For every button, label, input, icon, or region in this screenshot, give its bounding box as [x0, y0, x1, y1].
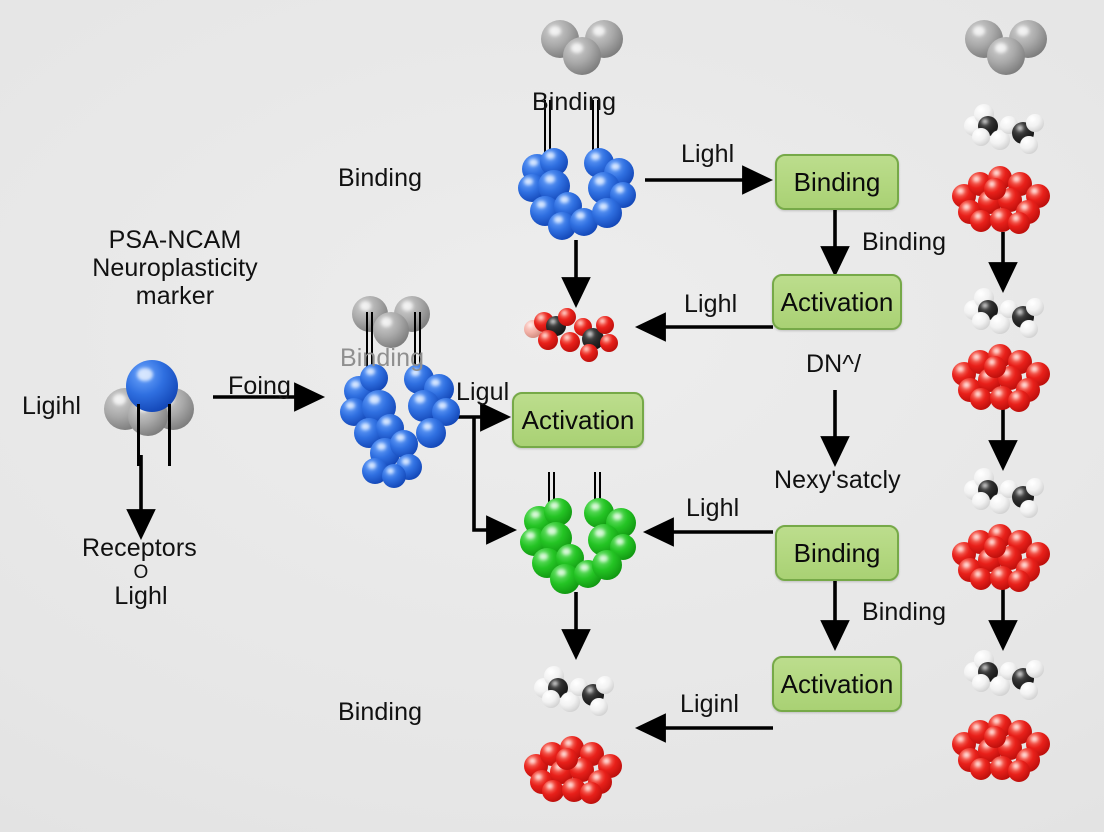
box-activation-center[interactable]: Activation	[512, 392, 644, 448]
label-binding-right-lower: Binding	[862, 598, 947, 626]
blue-gray-receptor-molecule	[104, 360, 200, 466]
label-ligul: Ligul	[456, 378, 510, 406]
label-binding-top-center: Binding	[532, 88, 617, 116]
red-nanoparticle-cluster	[950, 166, 1054, 234]
box-binding-bottom-label: Binding	[793, 537, 881, 568]
box-activation-bottom-label: Activation	[780, 668, 894, 699]
label-lighl-return-top: Lighl	[684, 290, 738, 318]
label-binding-bottom-left: Binding	[338, 698, 423, 726]
box-activation-bottom[interactable]: Activation	[772, 656, 902, 712]
box-activation-top-label: Activation	[780, 286, 894, 317]
label-receptors-o: O	[133, 562, 149, 583]
receptor-stalk-right	[168, 404, 171, 466]
label-lighl-top-right: Lighl	[681, 140, 735, 168]
arrow-branch-to-green	[472, 417, 518, 545]
blue-protein-cluster	[518, 100, 640, 240]
green-protein-cluster	[520, 472, 640, 594]
blue-protein-cluster	[340, 312, 462, 490]
receptor-stalk-left	[137, 404, 140, 466]
red-nanoparticle-cluster	[950, 714, 1054, 782]
label-receptors-lighl: Lighl	[114, 582, 168, 610]
white-black-ligand-molecule	[962, 102, 1054, 158]
page-title: PSA-NCAM Neuroplasticity marker	[60, 226, 290, 310]
label-binding-gray-mid: Binding	[340, 344, 425, 372]
label-lighl-return-mid: Lighl	[686, 494, 740, 522]
box-activation-center-label: Activation	[521, 404, 635, 435]
white-black-ligand-molecule	[962, 648, 1054, 704]
gray-trimer-molecule	[965, 20, 1047, 76]
label-binding-upper-left: Binding	[338, 164, 423, 192]
page-title-line-2: Neuroplasticity	[92, 254, 258, 282]
page-title-line-1: PSA-NCAM	[108, 226, 242, 254]
red-nanoparticle-cluster	[950, 344, 1054, 412]
box-binding-top-label: Binding	[793, 166, 881, 197]
gray-trimer-molecule	[352, 296, 432, 350]
box-binding-top[interactable]: Binding	[775, 154, 899, 210]
red-nanoparticle-cluster	[522, 736, 626, 804]
white-black-ligand-molecule	[962, 466, 1054, 522]
label-dn-marker: DN^/	[806, 350, 862, 378]
label-receptors: Receptors	[82, 534, 197, 562]
white-black-ligand-molecule	[532, 664, 624, 720]
red-nanoparticle-cluster	[950, 524, 1054, 592]
box-binding-bottom[interactable]: Binding	[775, 525, 899, 581]
label-foing: Foing	[228, 372, 292, 400]
label-ligihl-left: Ligihl	[22, 392, 81, 420]
white-black-ligand-molecule	[962, 286, 1054, 342]
red-black-ligand-molecule	[524, 306, 624, 364]
label-binding-right-upper: Binding	[862, 228, 947, 256]
box-activation-top[interactable]: Activation	[772, 274, 902, 330]
label-nexy-satcly: Nexyʹsatcly	[774, 466, 901, 494]
gray-trimer-molecule	[541, 20, 623, 76]
page-title-line-3: marker	[135, 282, 215, 310]
label-liginl-bottom: Liginl	[680, 690, 739, 718]
